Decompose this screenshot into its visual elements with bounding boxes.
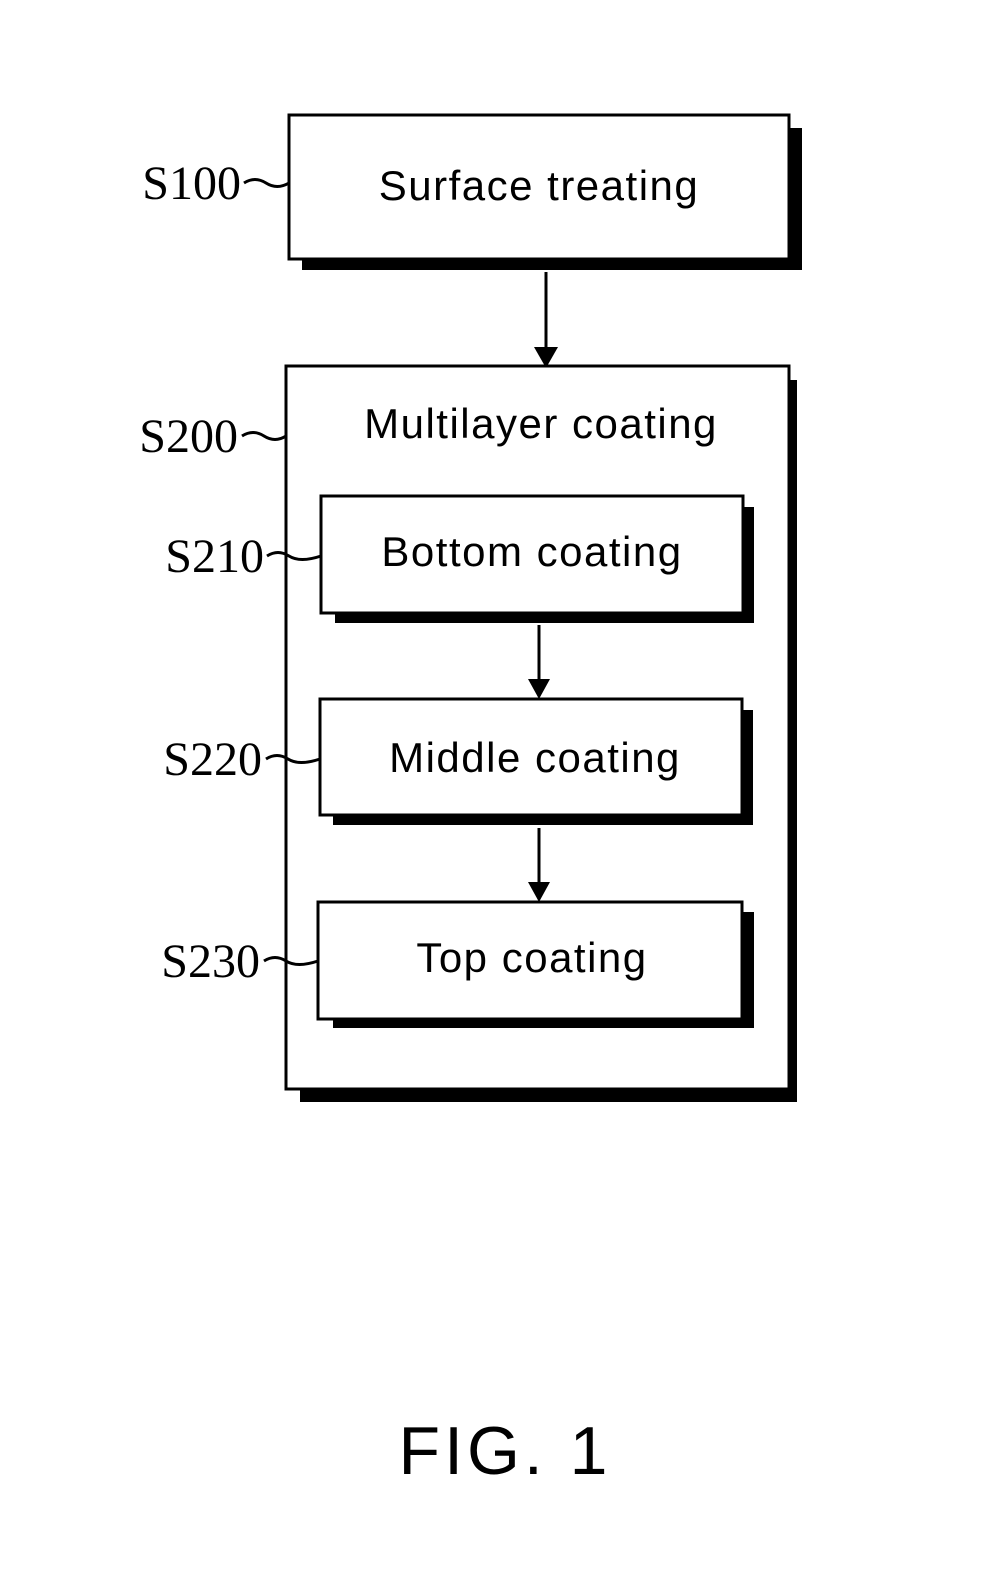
ref-s100: S100 xyxy=(142,157,289,210)
step-s100-label: Surface treating xyxy=(379,162,700,209)
ref-s210-label: S210 xyxy=(165,530,264,583)
ref-s200-label: S200 xyxy=(139,410,238,463)
arrow-s100-s200 xyxy=(534,272,558,368)
step-s100: Surface treating xyxy=(289,115,802,270)
ref-s200: S200 xyxy=(139,410,286,463)
step-s230-label: Top coating xyxy=(416,934,647,981)
step-s220: Middle coating xyxy=(320,699,753,825)
ref-s100-label: S100 xyxy=(142,157,241,210)
step-s230: Top coating xyxy=(318,902,754,1028)
step-s200-label: Multilayer coating xyxy=(364,400,718,447)
ref-s100-leader xyxy=(244,180,289,187)
step-s220-label: Middle coating xyxy=(389,734,681,781)
figure-caption: FIG. 1 xyxy=(399,1413,612,1489)
ref-s200-leader xyxy=(242,433,286,440)
ref-s230-label: S230 xyxy=(161,935,260,988)
step-s210: Bottom coating xyxy=(321,496,754,623)
ref-s220-label: S220 xyxy=(163,733,262,786)
step-s210-label: Bottom coating xyxy=(381,528,682,575)
